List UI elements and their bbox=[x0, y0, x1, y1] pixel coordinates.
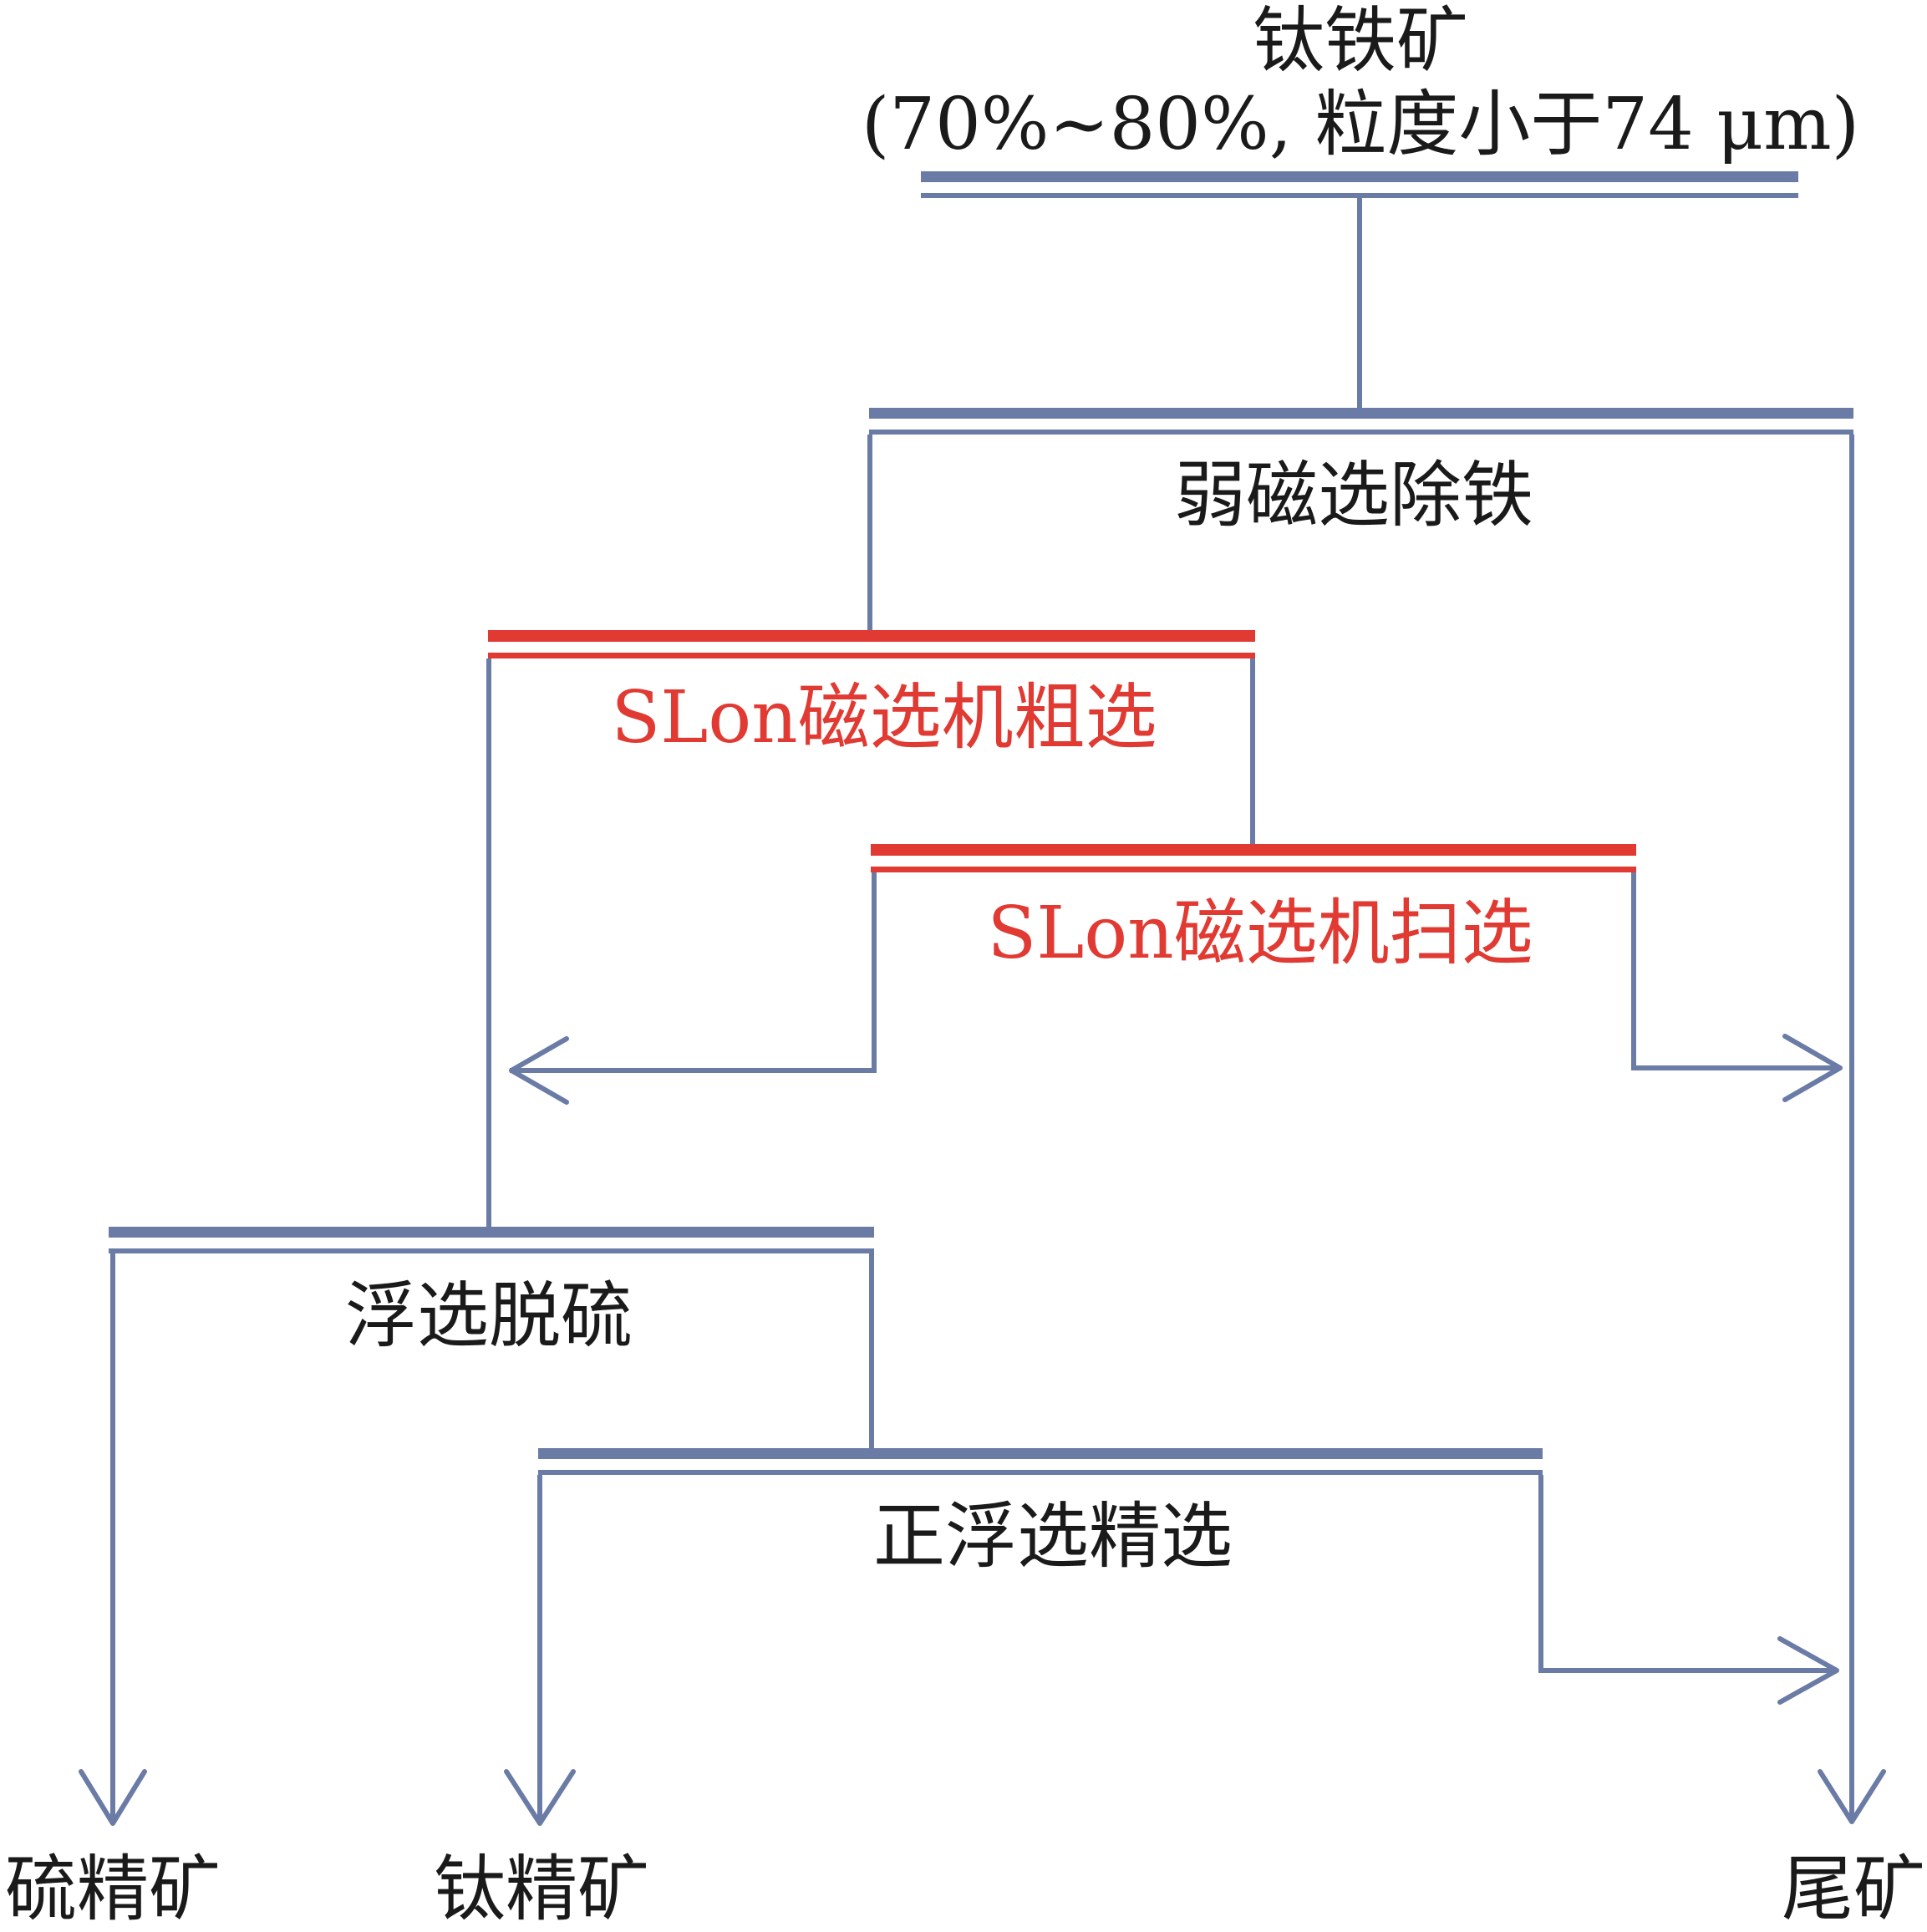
weak-magnetic-bar bbox=[869, 408, 1853, 435]
slon-rougher-bar bbox=[488, 630, 1255, 658]
slon-scavenger-label: SLon磁选机扫选 bbox=[987, 892, 1533, 975]
slon-rougher-label: SLon磁选机粗选 bbox=[611, 676, 1157, 760]
feed-name: 钛铁矿 bbox=[1253, 0, 1468, 83]
flotation-desulfur-bar bbox=[109, 1227, 874, 1253]
scavenger-concentrate-return-line bbox=[510, 872, 877, 1073]
feed-spec: (70%~80%, 粒度小于74 μm) bbox=[862, 83, 1859, 166]
cleaner-tailings-arrow-head bbox=[1777, 1636, 1839, 1705]
tailings-arrow-head bbox=[1818, 1769, 1886, 1824]
cleaner-tailings-line bbox=[1538, 1475, 1835, 1673]
titanium-concentrate-arrow-head bbox=[504, 1769, 576, 1826]
scavenger-return-arrow-head bbox=[509, 1036, 569, 1105]
scavenger-tailings-arrow-head bbox=[1782, 1034, 1843, 1102]
feed-bar bbox=[921, 171, 1798, 198]
direct-flotation-cleaner-bar bbox=[538, 1448, 1543, 1475]
scavenger-tailings-line bbox=[1631, 872, 1838, 1070]
tailings-label: 尾矿 bbox=[1782, 1848, 1925, 1928]
flotation-desulfur-label: 浮选脱硫 bbox=[345, 1274, 633, 1358]
sulfur-concentrate-arrow-head bbox=[79, 1769, 147, 1826]
slon-scavenger-bar bbox=[871, 844, 1636, 872]
sulfur-concentrate-label: 硫精矿 bbox=[5, 1848, 221, 1928]
titanium-concentrate-label: 钛精矿 bbox=[434, 1848, 649, 1928]
weak-magnetic-label: 弱磁选除铁 bbox=[1174, 454, 1533, 537]
direct-flotation-cleaner-label: 正浮选精选 bbox=[873, 1495, 1233, 1579]
